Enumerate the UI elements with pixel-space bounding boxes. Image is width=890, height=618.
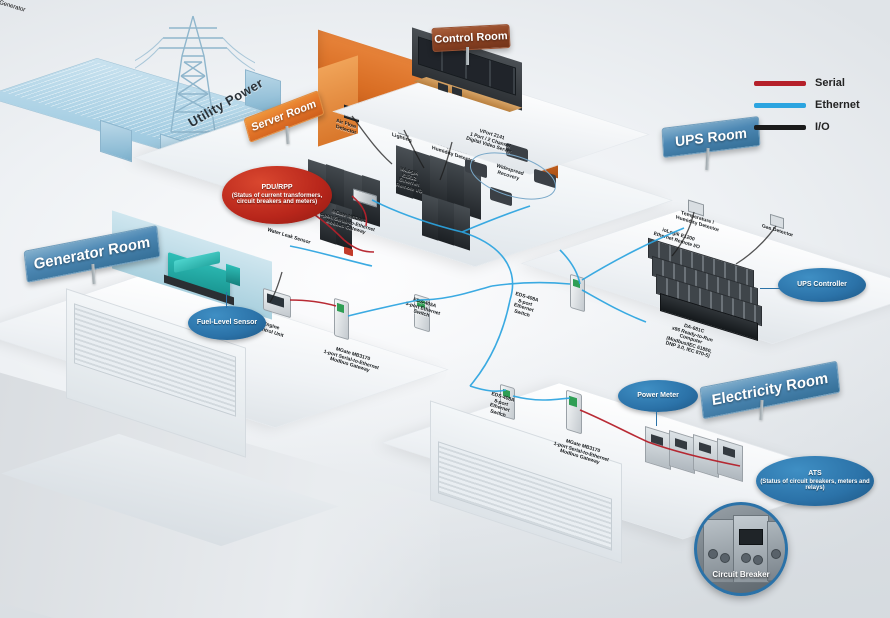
- callout-pdu-rpp-title: PDU/RPP: [261, 184, 293, 192]
- callout-pdu-rpp-detail: (Status of current transformers, circuit…: [231, 192, 323, 206]
- legend-item-ethernet: Ethernet: [754, 94, 872, 116]
- legend-swatch-serial: [754, 80, 806, 86]
- callout-fuel-level-sensor-title: Fuel-Level Sensor: [196, 319, 258, 327]
- legend-item-serial: Serial: [754, 72, 872, 94]
- callout-ats-detail: (Status of circuit breakers, meters and …: [760, 478, 870, 492]
- callout-ups-controller-leader: [760, 288, 780, 289]
- callout-ats-title: ATS: [808, 470, 822, 478]
- sign-control-room-label: Control Room: [434, 30, 508, 46]
- callout-power-meter-title: Power Meter: [637, 392, 679, 400]
- utility-power-yard: [0, 15, 369, 190]
- callout-pdu-rpp[interactable]: PDU/RPP (Status of current transformers,…: [222, 166, 332, 224]
- control-room-ring: [470, 152, 556, 200]
- callout-fuel-level-sensor-leader: [226, 292, 227, 308]
- sign-control-room-stem: [466, 47, 469, 65]
- sign-control-room[interactable]: Control Room: [431, 23, 511, 53]
- callout-circuit-breaker-title: Circuit Breaker: [712, 570, 770, 579]
- legend-label-ethernet: Ethernet: [815, 99, 860, 111]
- callout-circuit-breaker[interactable]: Circuit Breaker: [694, 502, 788, 596]
- sign-ups-room-label: UPS Room: [674, 124, 748, 150]
- callout-ats[interactable]: ATS (Status of circuit breakers, meters …: [756, 456, 874, 506]
- legend-swatch-io: [754, 124, 806, 130]
- callout-ups-controller[interactable]: UPS Controller: [778, 268, 866, 302]
- legend-swatch-ethernet: [754, 102, 806, 108]
- transmission-pylon: [135, 15, 255, 133]
- callout-power-meter[interactable]: Power Meter: [618, 380, 698, 412]
- legend: Serial Ethernet I/O: [754, 72, 872, 138]
- legend-label-io: I/O: [815, 121, 830, 133]
- legend-label-serial: Serial: [815, 77, 845, 89]
- callout-ups-controller-title: UPS Controller: [797, 281, 847, 289]
- callout-power-meter-leader: [656, 410, 657, 426]
- legend-item-io: I/O: [754, 116, 872, 138]
- callout-fuel-level-sensor[interactable]: Fuel-Level Sensor: [188, 306, 266, 340]
